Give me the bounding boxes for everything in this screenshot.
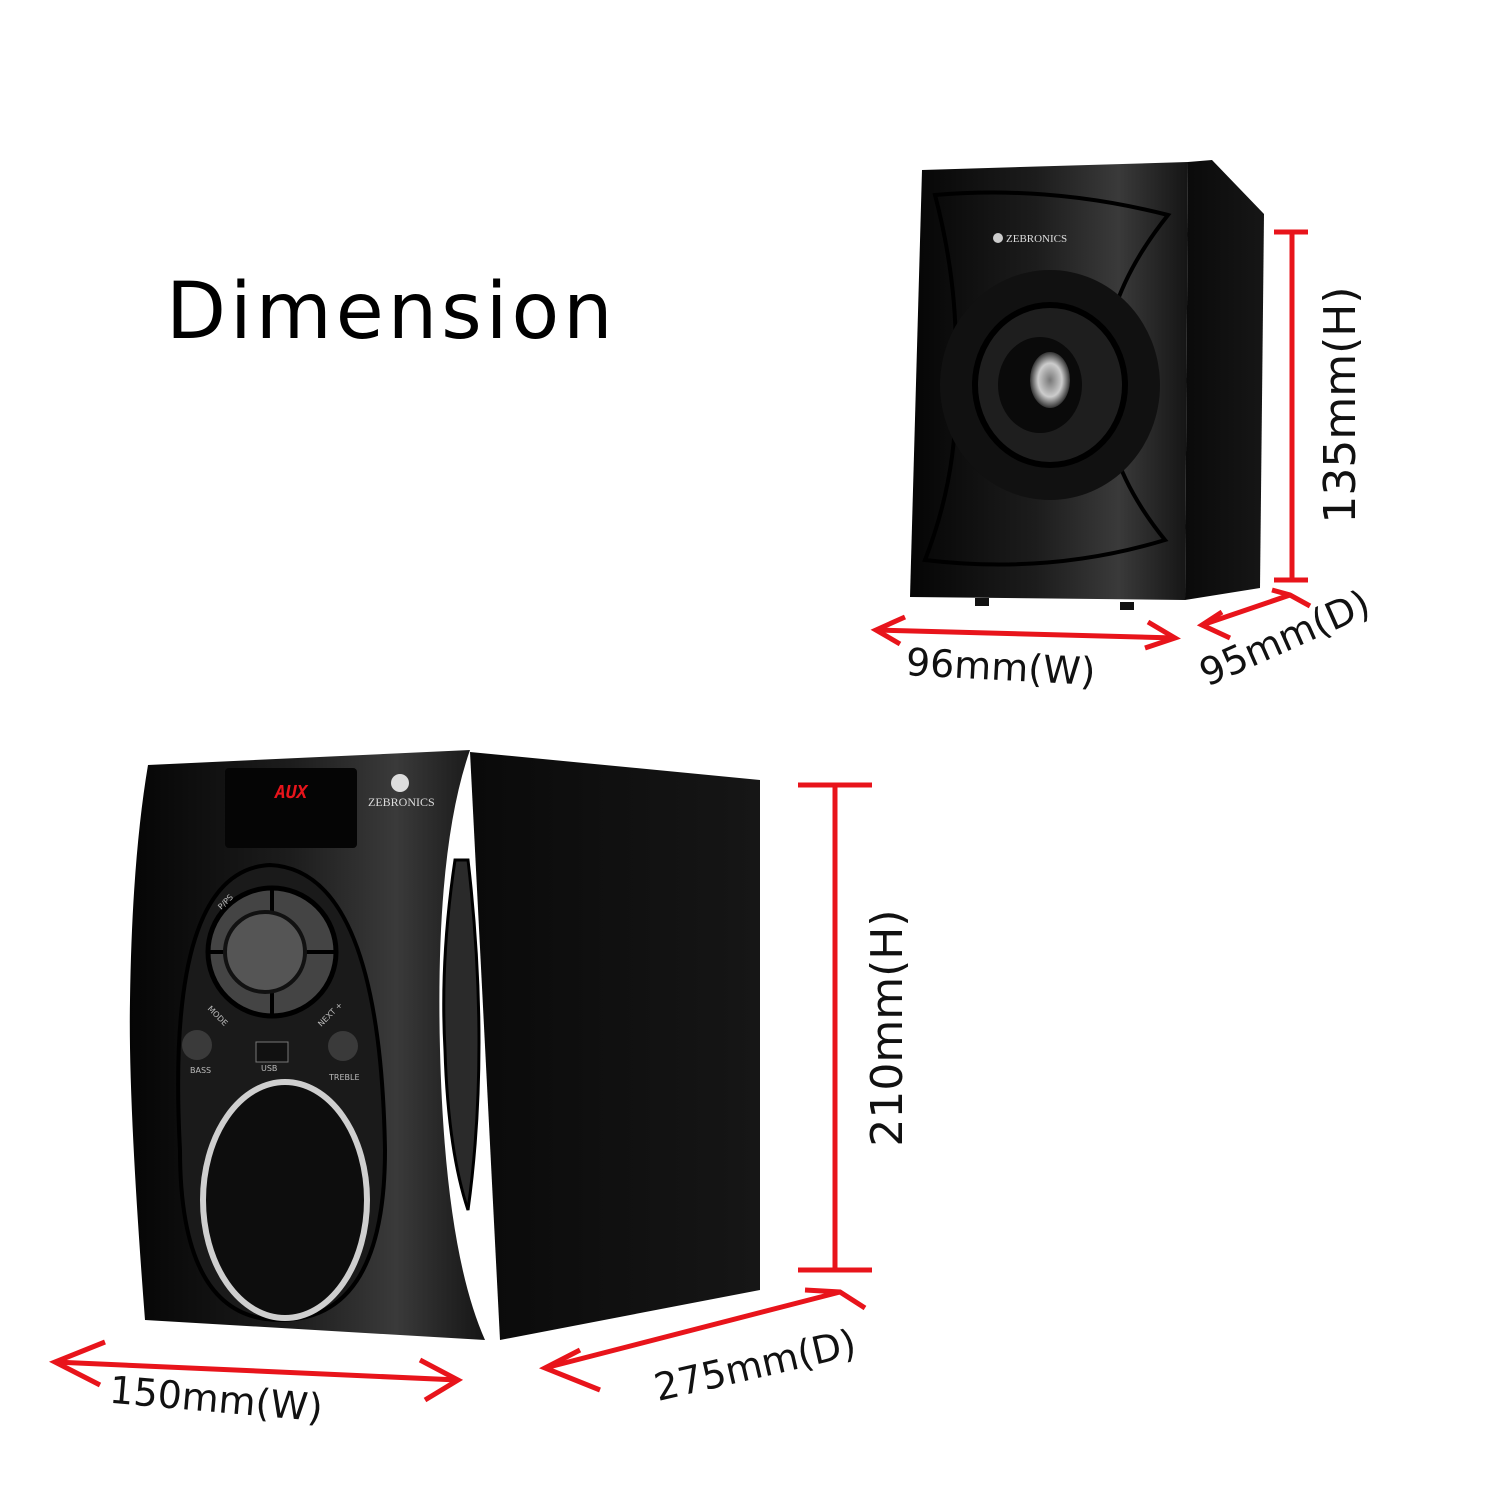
led-display: [225, 768, 357, 848]
satellite-brand: ZEBRONICS: [1006, 233, 1067, 245]
page-title: Dimension: [166, 267, 617, 357]
label-treble: TREBLE: [328, 1073, 360, 1082]
bass-port: [200, 1079, 370, 1321]
satellite-width-label: 96mm(W): [905, 640, 1097, 694]
usb-port-icon[interactable]: [255, 1041, 289, 1063]
tweeter-icon: [1030, 352, 1070, 408]
subwoofer-width-label: 150mm(W): [108, 1368, 325, 1430]
zebronics-logo-icon: [993, 233, 1003, 243]
display-text: AUX: [274, 782, 309, 803]
label-usb: USB: [261, 1064, 277, 1073]
subwoofer-brand: ZEBRONICS: [368, 795, 435, 809]
satellite-depth-line: [1196, 587, 1312, 641]
subwoofer-width-line: [48, 1339, 464, 1403]
label-bass: BASS: [190, 1066, 211, 1075]
satellite-speaker: ZEBRONICS: [910, 160, 1264, 610]
subwoofer-depth-line: [538, 1287, 867, 1393]
satellite-width-line: [870, 614, 1181, 651]
zebronics-logo-icon: [391, 774, 409, 792]
satellite-height-label: 135mm(H): [1315, 286, 1366, 523]
subwoofer-height-line: [798, 782, 872, 1273]
satellite-height-line: [1274, 229, 1308, 583]
volume-knob[interactable]: [223, 910, 307, 994]
bass-knob[interactable]: [182, 1030, 212, 1060]
subwoofer: AUX ZEBRONICS P/PS MODE NEXT + BASS USB …: [129, 750, 760, 1340]
subwoofer-height-label: 210mm(H): [862, 909, 913, 1146]
treble-knob[interactable]: [328, 1031, 358, 1061]
